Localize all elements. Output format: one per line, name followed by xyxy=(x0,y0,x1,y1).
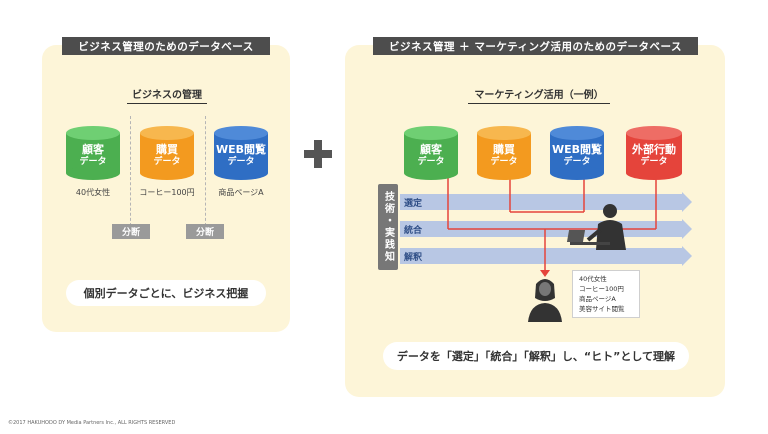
profile-line: 美容サイト閲覧 xyxy=(579,305,625,313)
left-panel-title: ビジネス管理のためのデータベース xyxy=(62,37,270,55)
divider-line-1 xyxy=(130,116,131,226)
plus-icon xyxy=(304,140,332,168)
profile-line: 40代女性 xyxy=(579,275,607,283)
left-cylinder-customer: 顧客データ xyxy=(66,126,120,180)
caption-purchase: コーヒー100円 xyxy=(139,188,195,197)
divider-line-2 xyxy=(205,116,206,226)
tech-knowhow-label: 技術・実践知 xyxy=(378,184,398,270)
caption-web: 商品ページA xyxy=(218,188,264,197)
right-summary: データを「選定」「統合」「解釈」し、“ヒト”として理解 xyxy=(383,342,689,370)
left-cylinder-purchase: 購買データ xyxy=(140,126,194,180)
divide-badge-1: 分断 xyxy=(112,224,150,239)
left-cylinder-web: WEB閲覧データ xyxy=(214,126,268,180)
profile-line: コーヒー100円 xyxy=(579,285,624,293)
analyst-icon xyxy=(566,204,626,250)
right-cylinder-customer: 顧客データ xyxy=(404,126,458,180)
caption-customer: 40代女性 xyxy=(75,188,111,197)
profile-line: 商品ページA xyxy=(579,295,616,303)
left-summary: 個別データごとに、ビジネス把握 xyxy=(66,280,266,306)
copyright-text: ©2017 HAKUHODO DY Media Partners Inc., A… xyxy=(8,420,176,426)
left-subtitle: ビジネスの管理 xyxy=(127,86,207,104)
arrow-integrate-label: 統合 xyxy=(404,225,423,236)
person-icon xyxy=(528,279,562,322)
arrow-interpret: 解釈 xyxy=(400,246,692,266)
right-cylinder-web: WEB閲覧データ xyxy=(550,126,604,180)
right-cylinder-purchase: 購買データ xyxy=(477,126,531,180)
right-panel-title: ビジネス管理 ＋ マーケティング活用のためのデータベース xyxy=(373,37,698,55)
arrow-select-label: 選定 xyxy=(404,198,423,209)
right-subtitle: マーケティング活用（一例） xyxy=(468,86,610,104)
right-cylinder-external: 外部行動データ xyxy=(626,126,682,180)
divide-badge-2: 分断 xyxy=(186,224,224,239)
profile-card: 40代女性 コーヒー100円 商品ページA 美容サイト閲覧 xyxy=(572,270,640,318)
arrow-interpret-label: 解釈 xyxy=(404,252,423,263)
